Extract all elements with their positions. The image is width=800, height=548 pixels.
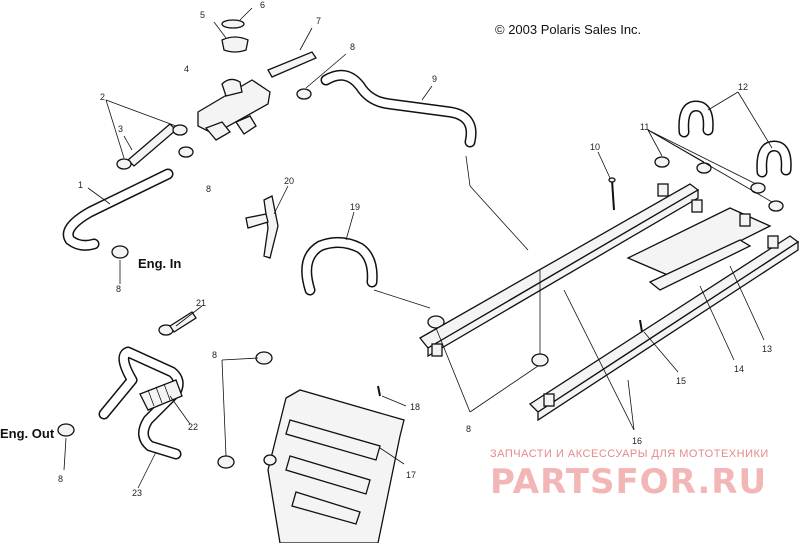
cross-plate-13 [626, 207, 772, 277]
callout-14: 14 [734, 364, 744, 374]
clamp-21 [158, 311, 197, 336]
hose-23 [98, 346, 184, 460]
callout-2: 2 [100, 92, 105, 102]
callout-19: 19 [350, 202, 360, 212]
callout-3: 3 [118, 124, 123, 134]
callout-22: 22 [188, 422, 198, 432]
callout-8-engin: 8 [116, 284, 121, 294]
callout-1: 1 [78, 180, 83, 190]
bracket-20 [245, 195, 279, 259]
callout-8-mid: 8 [206, 184, 211, 194]
callout-5: 5 [200, 10, 205, 20]
panel-17 [263, 389, 405, 544]
callout-9: 9 [432, 74, 437, 84]
plate-14 [648, 239, 752, 291]
callout-7: 7 [316, 16, 321, 26]
hose-clamps [57, 88, 549, 469]
callout-12: 12 [738, 82, 748, 92]
watermark-logo: PARTSFOR.RU [490, 462, 768, 502]
callout-21: 21 [196, 298, 206, 308]
hose-9 [320, 69, 477, 148]
label-eng-out: Eng. Out [0, 426, 55, 441]
callout-11: 11 [640, 122, 649, 132]
heat-exchanger-left [419, 183, 700, 358]
callout-18: 18 [410, 402, 420, 412]
callout-8-engout: 8 [58, 474, 63, 484]
callout-numbers: 5 6 7 4 8 9 2 3 8 1 8 20 19 10 11 12 13 … [58, 0, 772, 498]
hose-3 [127, 123, 177, 167]
callout-16: 16 [632, 436, 642, 446]
callout-8-rails: 8 [466, 424, 471, 434]
screw-10 [608, 177, 616, 211]
copyright-notice: © 2003 Polaris Sales Inc. [495, 22, 642, 37]
hose-22 [139, 379, 183, 411]
bottle-cap [221, 36, 249, 53]
callout-10: 10 [590, 142, 600, 152]
callout-15: 15 [676, 376, 686, 386]
elbow-12 [678, 100, 792, 178]
label-eng-in: Eng. In [138, 256, 181, 271]
callout-17: 17 [406, 470, 416, 480]
heat-exchanger-right [528, 235, 800, 422]
callout-13: 13 [762, 344, 772, 354]
overflow-tube [267, 51, 317, 78]
hose-1 [62, 168, 174, 251]
callout-8-lower: 8 [212, 350, 217, 360]
callout-6: 6 [260, 0, 265, 10]
hose-19 [301, 237, 378, 296]
leader-lines [63, 7, 773, 489]
watermark-tagline: ЗАПЧАСТИ И АКСЕССУАРЫ ДЛЯ МОТОТЕХНИКИ [490, 448, 769, 460]
coolant-bottle [197, 78, 271, 141]
callout-8-top: 8 [350, 42, 355, 52]
callout-20: 20 [284, 176, 294, 186]
fastener-18 [377, 385, 381, 397]
rail-fittings [431, 183, 779, 407]
callout-23: 23 [132, 488, 142, 498]
callout-4: 4 [184, 64, 189, 74]
cap-gasket [221, 19, 245, 29]
screw-15 [639, 319, 643, 333]
clamps-11 [654, 156, 784, 212]
